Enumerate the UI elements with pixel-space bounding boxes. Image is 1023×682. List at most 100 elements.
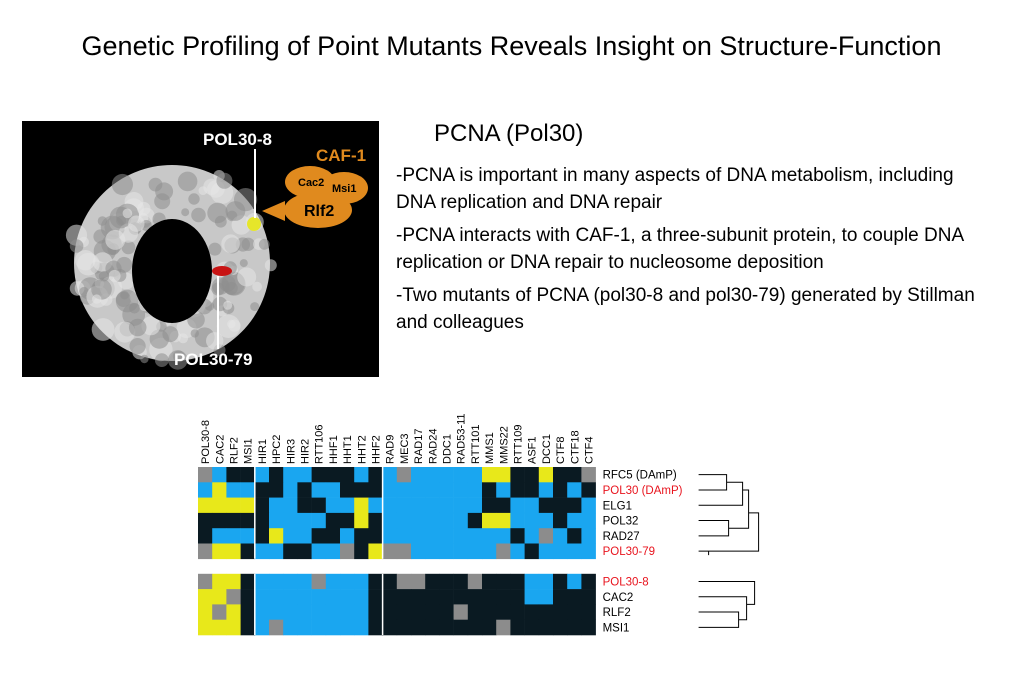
- heatmap-cell: [510, 619, 525, 636]
- heatmap-cell: [396, 528, 412, 544]
- protein-surface-bump: [177, 171, 198, 192]
- column-label: RAD17: [413, 429, 425, 464]
- heatmap-cell: [354, 604, 369, 620]
- protein-surface-bump: [181, 208, 190, 217]
- heatmap-cell: [496, 604, 511, 620]
- bullet-1: -PCNA is important in many aspects of DN…: [396, 165, 954, 213]
- heatmap-cell: [226, 619, 241, 636]
- pol30-8-site: [247, 217, 261, 231]
- heatmap-cell: [382, 543, 398, 560]
- caf1-arrow-icon: [262, 201, 285, 221]
- row-label: POL30-79: [603, 546, 655, 558]
- heatmap-cell: [581, 543, 596, 560]
- protein-surface-bump: [128, 318, 147, 337]
- heatmap-cell: [453, 619, 469, 636]
- heatmap-cell: [311, 573, 327, 590]
- heatmap-cell: [411, 589, 426, 605]
- heatmap-cell: [283, 467, 298, 483]
- protein-surface-bump: [178, 333, 189, 344]
- heatmap-cell: [198, 619, 213, 636]
- heatmap-cell: [467, 589, 483, 605]
- heatmap-cell: [482, 604, 497, 620]
- heatmap-cell: [496, 497, 511, 514]
- column-label: CTF8: [555, 437, 567, 465]
- heatmap-cell: [212, 543, 227, 560]
- heatmap-cell: [212, 512, 227, 529]
- heatmap-cell: [425, 619, 440, 636]
- heatmap-cell: [411, 604, 426, 620]
- slide-title: Genetic Profiling of Point Mutants Revea…: [81, 31, 942, 61]
- heatmap-cell: [240, 604, 256, 620]
- protein-surface-bump: [154, 193, 171, 210]
- protein-surface-bump: [187, 311, 205, 329]
- heatmap-cell: [212, 573, 227, 590]
- heatmap-cell: [226, 573, 241, 590]
- heatmap-cell: [269, 573, 284, 590]
- protein-surface-bump: [121, 240, 136, 255]
- heatmap-cell: [254, 573, 270, 590]
- heatmap-cell: [510, 512, 525, 529]
- protein-surface-bump: [152, 212, 166, 226]
- heatmap-cell: [325, 528, 341, 544]
- heatmap-cell: [354, 512, 369, 529]
- heatmap-cell: [340, 467, 355, 483]
- protein-surface-bump: [139, 300, 151, 312]
- heatmap-cell: [226, 512, 241, 529]
- heatmap-cell: [354, 619, 369, 636]
- heatmap-cell: [439, 573, 454, 590]
- heatmap-cell: [496, 482, 511, 498]
- column-label: HIR1: [257, 439, 269, 464]
- protein-surface-bump: [79, 286, 89, 297]
- heatmap-cell: [254, 589, 270, 605]
- heatmap-cell: [269, 589, 284, 605]
- heatmap-cell: [297, 543, 312, 560]
- bullet-list: -PCNA is important in many aspects of DN…: [396, 162, 996, 342]
- heatmap-cell: [510, 604, 525, 620]
- heatmap-cell: [567, 543, 582, 560]
- heatmap-cell: [340, 589, 355, 605]
- heatmap-cell: [240, 482, 256, 498]
- heatmap-cell: [382, 482, 398, 498]
- row-label: POL32: [603, 516, 639, 528]
- pcna-ring-surface: [65, 165, 277, 370]
- heatmap-cell: [198, 543, 213, 560]
- heatmap-cell: [297, 528, 312, 544]
- column-label: RAD53-11: [456, 413, 468, 464]
- heatmap-cell: [510, 589, 525, 605]
- protein-surface-bump: [92, 294, 102, 304]
- heatmap-cell: [297, 573, 312, 590]
- heatmap-cell: [340, 619, 355, 636]
- column-label: HPC2: [271, 435, 283, 464]
- protein-surface-bump: [128, 215, 145, 232]
- heatmap-cell: [496, 467, 511, 483]
- heatmap-cell: [354, 482, 369, 498]
- heatmap-cell: [538, 604, 554, 620]
- heatmap-cell: [396, 573, 412, 590]
- heatmap-cell: [325, 573, 341, 590]
- heatmap-cell: [198, 604, 213, 620]
- row-label: RAD27: [603, 531, 640, 543]
- heatmap-cell: [283, 512, 298, 529]
- dendrogram-branch: [698, 512, 760, 556]
- protein-surface-bump: [140, 354, 149, 364]
- protein-surface-bump: [191, 207, 206, 223]
- row-label: ELG1: [603, 500, 632, 512]
- heatmap-cell: [553, 528, 568, 544]
- heatmap-cell: [482, 619, 497, 636]
- heatmap-cell: [453, 573, 469, 590]
- protein-surface-bump: [162, 326, 179, 343]
- heatmap-cell: [297, 467, 312, 483]
- heatmap-cell: [269, 467, 284, 483]
- heatmap-cell: [254, 497, 270, 514]
- cac2-label: Cac2: [298, 177, 324, 189]
- heatmap-cell: [226, 528, 241, 544]
- heatmap-cell: [567, 467, 582, 483]
- protein-surface-bump: [241, 237, 255, 251]
- heatmap-cell: [425, 543, 440, 560]
- heatmap-cell: [297, 512, 312, 529]
- heatmap-cell: [325, 497, 341, 514]
- pol30-79-label: POL30-79: [174, 350, 252, 369]
- heatmap-cell: [425, 467, 440, 483]
